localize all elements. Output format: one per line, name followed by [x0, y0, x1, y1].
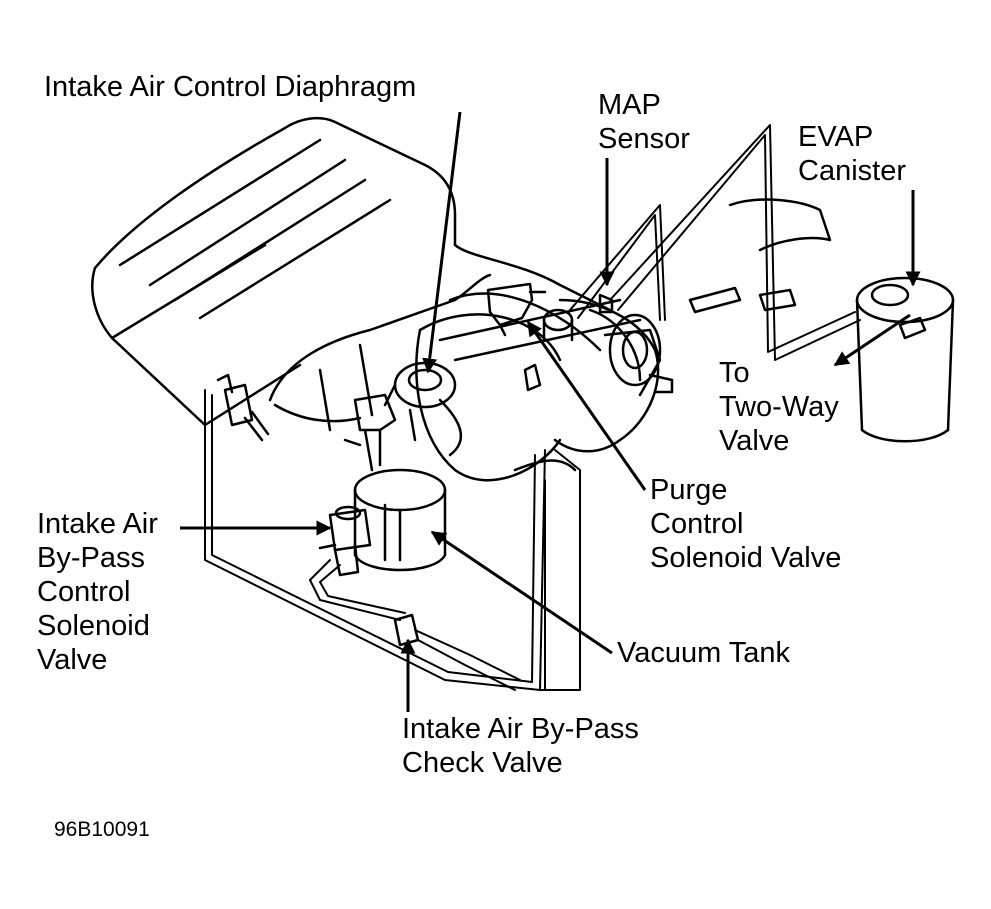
- vacuum-hoses: [204, 124, 861, 691]
- label-to-two-way-valve-line-2: Two-Way: [719, 391, 839, 423]
- label-evap-canister-line-1: EVAP: [798, 121, 874, 153]
- leader-purge-control-solenoid-valve: [526, 320, 647, 491]
- label-evap-canister: EVAP Canister: [798, 120, 906, 188]
- label-purge-line-2: Control: [650, 508, 744, 540]
- label-map-sensor-line-2: Sensor: [598, 123, 690, 155]
- label-bypass-control-line-5: Valve: [37, 644, 108, 676]
- evap-canister: [855, 276, 955, 443]
- throttle-body: [598, 293, 674, 394]
- figure-id: 96B10091: [54, 818, 150, 841]
- label-to-two-way-valve-line-1: To: [719, 357, 750, 389]
- label-purge-line-3: Solenoid Valve: [650, 542, 842, 574]
- fuel-pressure-regulator: [216, 373, 270, 442]
- label-intake-air-bypass-control-solenoid-valve: Intake Air By-Pass Control Solenoid Valv…: [37, 507, 158, 677]
- intake-manifold: [268, 243, 662, 482]
- label-intake-air-control-diaphragm: Intake Air Control Diaphragm: [44, 71, 417, 103]
- label-vacuum-tank: Vacuum Tank: [617, 637, 791, 669]
- label-bypass-control-line-1: Intake Air: [37, 508, 158, 540]
- intake-air-control-diaphragm: [383, 361, 462, 457]
- two-way-valve-connector: [688, 198, 832, 314]
- label-check-valve-line-2: Check Valve: [402, 747, 563, 779]
- label-purge-control-solenoid-valve: Purge Control Solenoid Valve: [650, 473, 841, 575]
- purge-solenoid-body: [542, 308, 574, 342]
- label-check-valve-line-1: Intake Air By-Pass: [402, 713, 639, 745]
- label-bypass-control-line-3: Control: [37, 576, 131, 608]
- map-sensor: [486, 282, 547, 337]
- label-to-two-way-valve-line-3: Valve: [719, 425, 790, 457]
- leader-intake-air-control-diaphragm: [422, 111, 462, 374]
- label-bypass-control-line-2: By-Pass: [37, 542, 145, 574]
- vacuum-tank: [353, 468, 447, 572]
- bypass-solenoid-body: [318, 505, 372, 577]
- linkage-bracket: [343, 363, 542, 472]
- label-to-two-way-valve: To Two-Way Valve: [719, 356, 839, 458]
- engine-cover: [91, 116, 457, 427]
- label-map-sensor: MAP Sensor: [598, 88, 690, 156]
- label-purge-line-1: Purge: [650, 474, 728, 506]
- label-bypass-control-line-4: Solenoid: [37, 610, 150, 642]
- leader-vacuum-tank: [430, 530, 613, 655]
- label-map-sensor-line-1: MAP: [598, 89, 661, 121]
- label-evap-canister-line-2: Canister: [798, 155, 906, 187]
- label-intake-air-bypass-check-valve: Intake Air By-Pass Check Valve: [402, 712, 639, 780]
- leader-to-two-way-valve: [833, 313, 911, 367]
